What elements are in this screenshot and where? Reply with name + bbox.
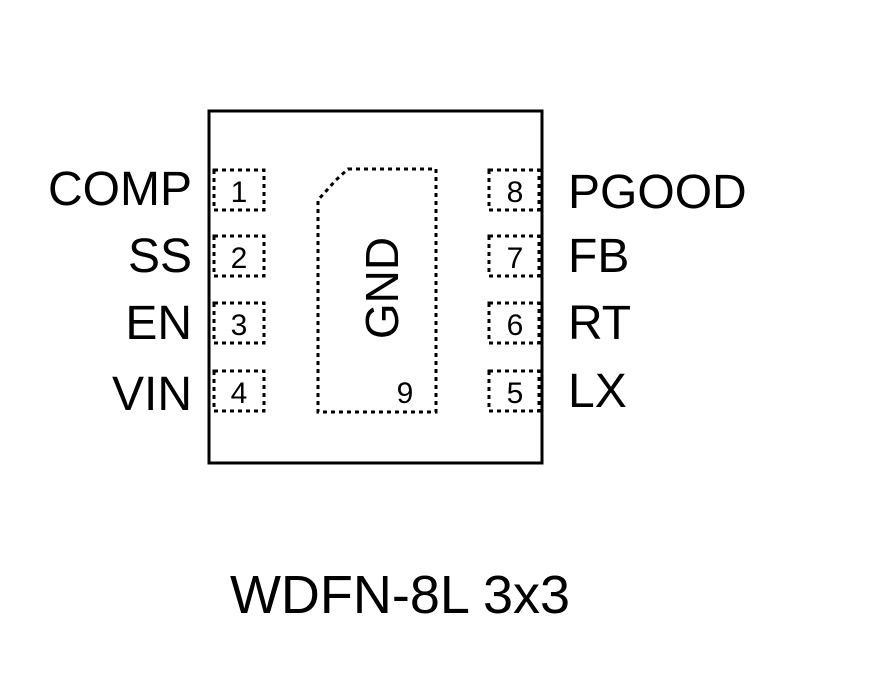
pad-number-1: 1 <box>231 176 248 209</box>
pad-number-2: 2 <box>231 242 248 275</box>
pad-1 <box>212 168 266 212</box>
pin-name-2: SS <box>127 230 192 283</box>
pad-3 <box>212 301 266 345</box>
pad-5 <box>487 369 541 413</box>
pin-name-5: LX <box>568 365 627 418</box>
pad-8 <box>487 168 541 212</box>
pin-name-7: FB <box>568 230 630 283</box>
exposed-pad-outline <box>316 167 438 414</box>
pad-number-4: 4 <box>231 377 248 410</box>
pad-number-8: 8 <box>507 176 524 209</box>
pad-number-6: 6 <box>507 309 524 342</box>
pin-name-8: PGOOD <box>568 166 747 219</box>
exposed-pad-label: GND <box>356 236 408 340</box>
pad-2 <box>212 234 266 278</box>
pin-name-1: COMP <box>48 163 192 216</box>
pad-number-7: 7 <box>507 242 524 275</box>
package-caption: WDFN-8L 3x3 <box>229 565 571 625</box>
pad-6 <box>487 301 541 345</box>
pad-4 <box>212 369 266 413</box>
pad-7 <box>487 234 541 278</box>
pad-number-3: 3 <box>231 309 248 342</box>
pin-name-4: VIN <box>111 368 192 421</box>
pad-number-5: 5 <box>507 377 524 410</box>
pin-name-3: EN <box>125 297 192 350</box>
package-body <box>207 109 544 465</box>
exposed-pad-number: 9 <box>397 377 414 410</box>
pin-name-6: RT <box>568 297 632 350</box>
